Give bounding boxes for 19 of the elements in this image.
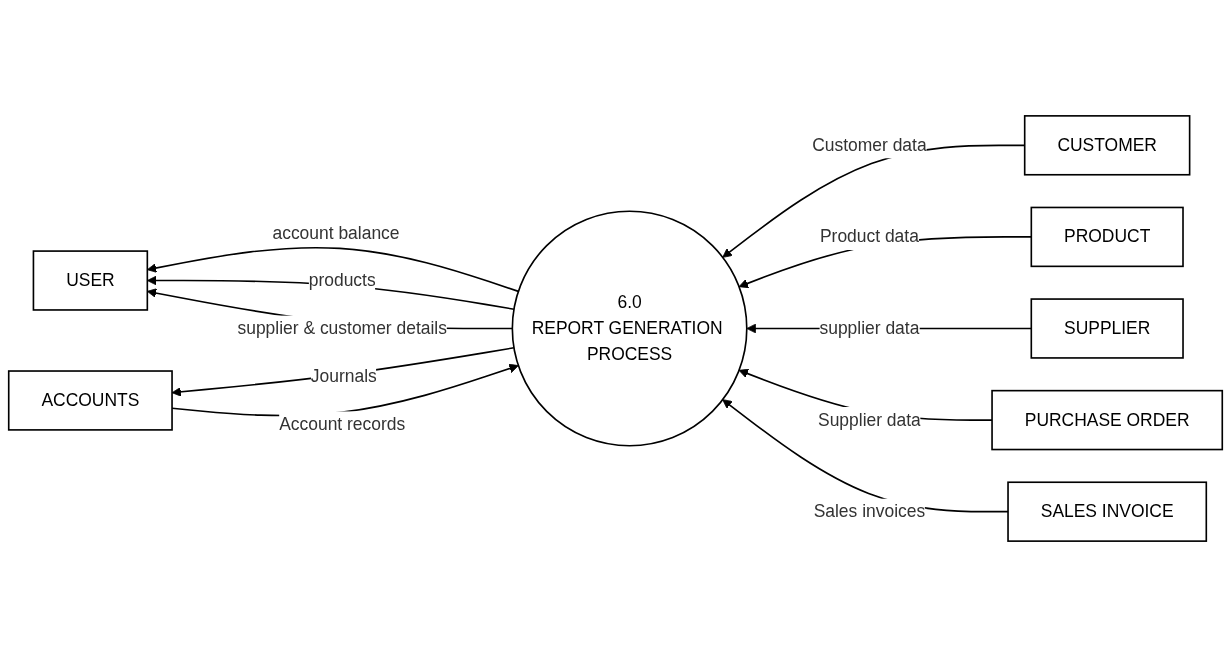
- edge-label: Customer data: [812, 135, 927, 155]
- node-box: CUSTOMER: [1023, 115, 1191, 176]
- edge-label: Sales invoices: [813, 501, 926, 521]
- edge-label: supplier data: [819, 318, 920, 338]
- node-box: SALES INVOICE: [1007, 481, 1208, 542]
- node-circle: 6.0 REPORT GENERATION PROCESS: [511, 210, 748, 447]
- edge-label: supplier & customer details: [237, 318, 447, 338]
- edge-label: account balance: [272, 223, 400, 243]
- edge-label: Supplier data: [818, 410, 921, 429]
- node-box: PURCHASE ORDER: [991, 389, 1224, 451]
- node-box: ACCOUNTS: [7, 370, 173, 431]
- node-box: PRODUCT: [1030, 206, 1184, 268]
- edge-label: Product data: [819, 227, 919, 246]
- edge-label: Journals: [310, 366, 377, 385]
- node-box: SUPPLIER: [1030, 298, 1184, 359]
- edge-label: Account records: [279, 414, 406, 434]
- edge-label: products: [308, 270, 376, 290]
- arrow: [722, 399, 1009, 513]
- node-box: USER: [32, 250, 149, 311]
